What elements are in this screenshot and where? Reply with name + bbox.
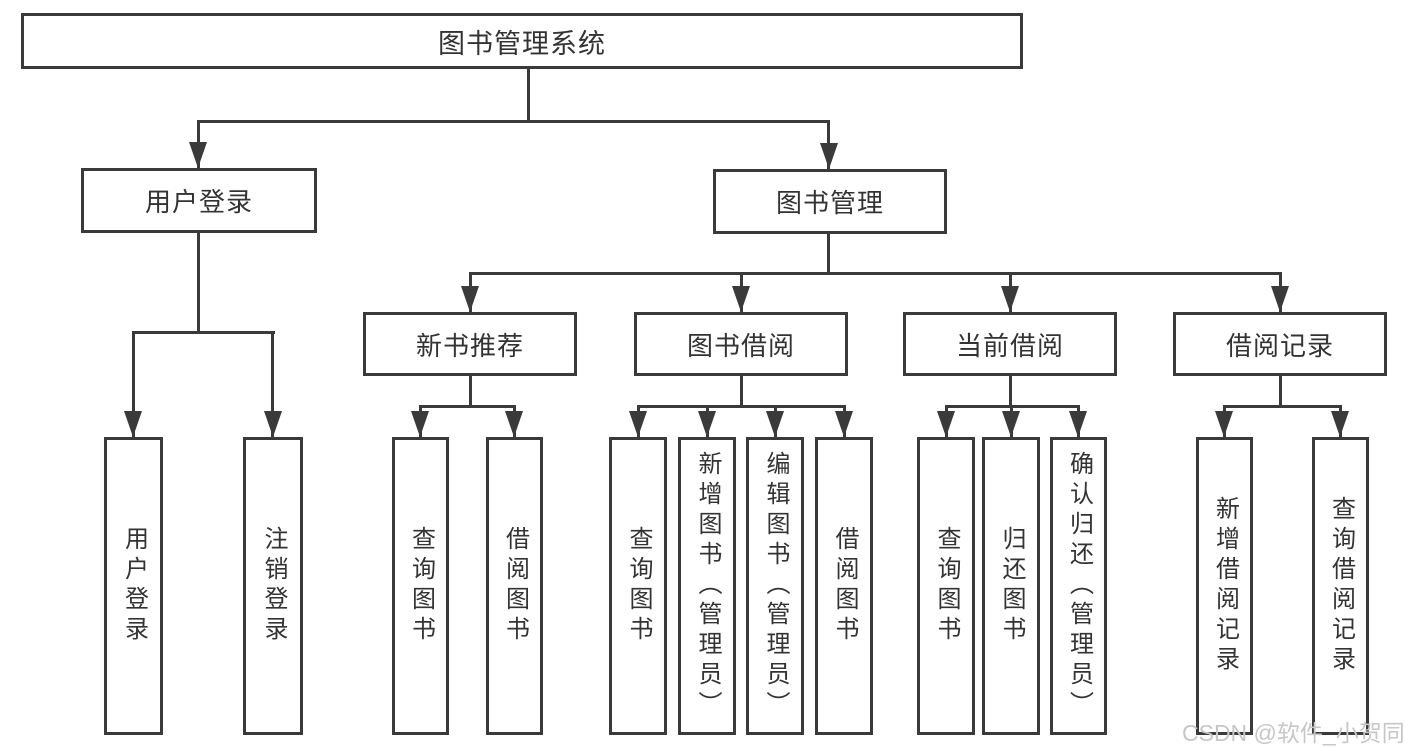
connector-root-drop bbox=[527, 69, 530, 121]
connector-drop bbox=[827, 234, 830, 274]
connector-hbar bbox=[637, 405, 846, 408]
node-book-mgmt-label: 图书管理 bbox=[775, 188, 884, 218]
arrowhead-down bbox=[264, 411, 282, 437]
leaf-edit-book-admin: 编辑图书（管理员） bbox=[746, 437, 804, 735]
node-book-borrow-label: 图书借阅 bbox=[686, 330, 795, 361]
leaf-query-books-1-label: 查询图书 bbox=[407, 526, 435, 646]
leaf-add-borrow-record-label: 新增借阅记录 bbox=[1211, 496, 1239, 676]
connector-stem bbox=[132, 331, 135, 437]
leaf-confirm-return-admin-label: 确认归还（管理员） bbox=[1065, 451, 1093, 721]
arrowhead-down bbox=[411, 411, 429, 437]
leaf-return-book: 归还图书 bbox=[982, 437, 1040, 735]
node-new-book-rec: 新书推荐 bbox=[363, 312, 577, 376]
arrowhead-down bbox=[698, 411, 716, 437]
arrowhead-down bbox=[1069, 411, 1087, 437]
leaf-edit-book-admin-label: 编辑图书（管理员） bbox=[762, 451, 789, 721]
node-user-login-label: 用户登录 bbox=[144, 187, 253, 217]
node-current-borrow-label: 当前借阅 bbox=[955, 330, 1064, 361]
arrowhead-down bbox=[835, 411, 853, 437]
connector-drop bbox=[1009, 376, 1012, 407]
leaf-query-books-2: 查询图书 bbox=[609, 437, 667, 735]
leaf-add-book-admin: 新增图书（管理员） bbox=[678, 437, 736, 735]
connector-drop bbox=[1279, 376, 1282, 407]
connector-drop bbox=[740, 376, 743, 407]
arrowhead-down bbox=[629, 411, 647, 437]
arrowhead-down bbox=[1001, 286, 1019, 312]
arrowhead-down bbox=[732, 286, 750, 312]
arrowhead-down bbox=[766, 411, 784, 437]
node-book-borrow: 图书借阅 bbox=[634, 312, 848, 376]
arrowhead-down bbox=[505, 411, 523, 437]
leaf-borrow-books-1-label: 借阅图书 bbox=[501, 526, 529, 646]
leaf-user-login: 用户登录 bbox=[104, 437, 163, 735]
leaf-logout-label: 注销登录 bbox=[260, 526, 287, 646]
leaf-user-login-label: 用户登录 bbox=[120, 526, 148, 646]
node-root: 图书管理系统 bbox=[21, 13, 1023, 69]
leaf-query-books-3-label: 查询图书 bbox=[933, 526, 960, 646]
connector-stem bbox=[271, 331, 274, 437]
leaf-add-book-admin-label: 新增图书（管理员） bbox=[694, 451, 721, 721]
connector-drop bbox=[197, 233, 200, 332]
arrowhead-down bbox=[124, 411, 142, 437]
leaf-return-book-label: 归还图书 bbox=[998, 526, 1025, 646]
leaf-borrow-books-2: 借阅图书 bbox=[815, 437, 873, 735]
arrowhead-down bbox=[1271, 286, 1289, 312]
leaf-query-books-2-label: 查询图书 bbox=[625, 526, 652, 646]
leaf-query-books-3: 查询图书 bbox=[917, 437, 975, 735]
connector-hbar bbox=[469, 272, 1281, 275]
leaf-query-borrow-record-label: 查询借阅记录 bbox=[1327, 496, 1355, 676]
arrowhead-down bbox=[461, 286, 479, 312]
node-borrow-records: 借阅记录 bbox=[1173, 312, 1387, 376]
leaf-query-borrow-record: 查询借阅记录 bbox=[1312, 437, 1369, 735]
node-current-borrow: 当前借阅 bbox=[903, 312, 1117, 376]
arrowhead-down bbox=[937, 411, 955, 437]
connector-root-hbar bbox=[197, 120, 830, 123]
arrowhead-down bbox=[1215, 411, 1233, 437]
connector-hbar bbox=[419, 405, 516, 408]
node-root-label: 图书管理系统 bbox=[438, 28, 606, 59]
arrowhead-down bbox=[1331, 411, 1349, 437]
connector-hbar bbox=[132, 331, 275, 334]
arrowhead-down bbox=[820, 143, 838, 169]
leaf-add-borrow-record: 新增借阅记录 bbox=[1196, 437, 1253, 735]
arrowhead-down bbox=[189, 142, 207, 168]
leaf-logout: 注销登录 bbox=[243, 437, 303, 735]
node-user-login: 用户登录 bbox=[81, 168, 317, 233]
leaf-confirm-return-admin: 确认归还（管理员） bbox=[1050, 437, 1107, 735]
connector-hbar bbox=[1223, 405, 1342, 408]
connector-drop bbox=[469, 376, 472, 407]
leaf-borrow-books-2-label: 借阅图书 bbox=[831, 526, 858, 646]
arrowhead-down bbox=[1002, 411, 1020, 437]
node-book-mgmt: 图书管理 bbox=[713, 169, 947, 234]
leaf-borrow-books-1: 借阅图书 bbox=[486, 437, 543, 735]
node-new-book-rec-label: 新书推荐 bbox=[415, 330, 524, 361]
node-borrow-records-label: 借阅记录 bbox=[1225, 330, 1334, 361]
watermark: CSDN @软件_小贺同学 bbox=[1182, 720, 1405, 746]
leaf-query-books-1: 查询图书 bbox=[392, 437, 449, 735]
